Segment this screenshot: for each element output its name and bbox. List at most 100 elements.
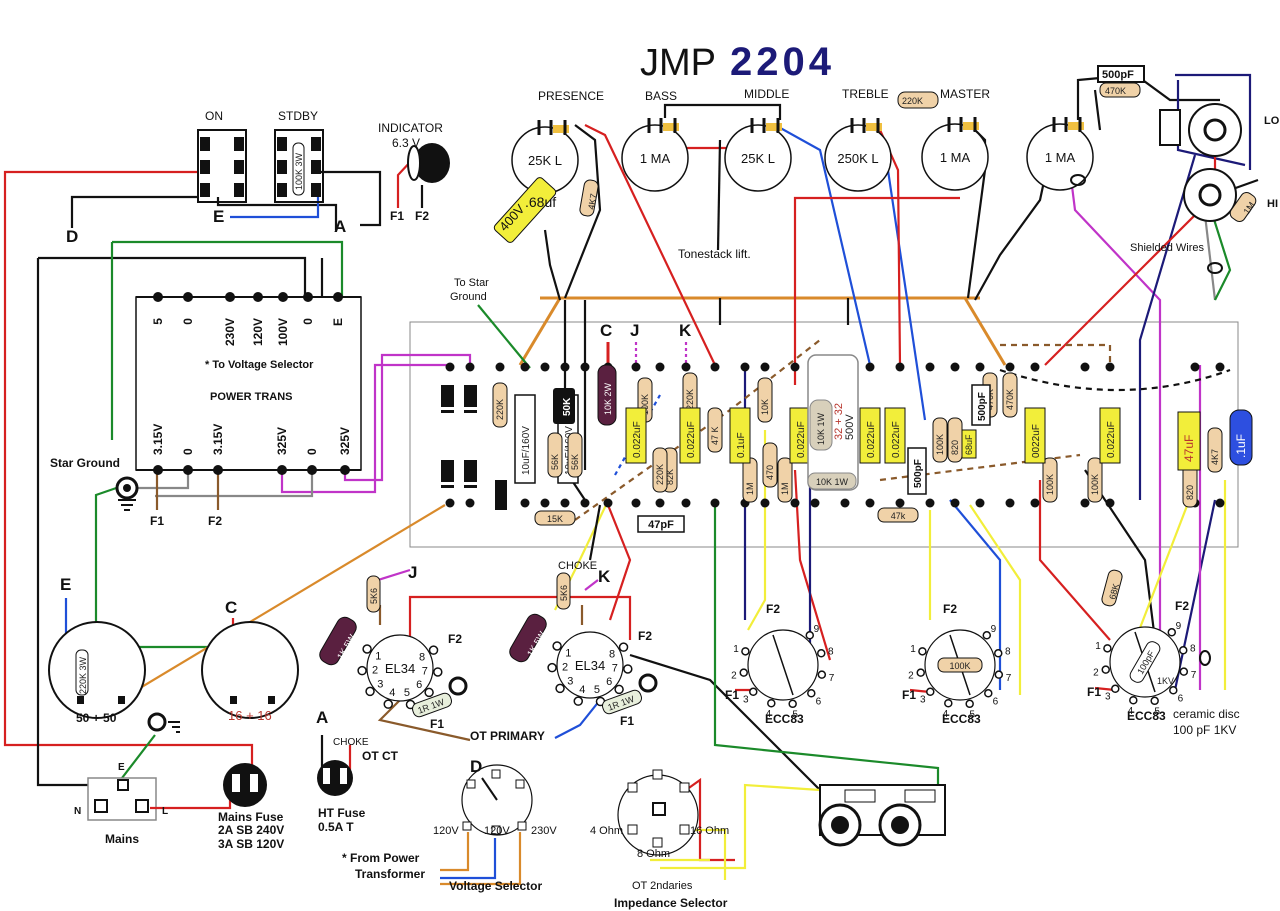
preamp-tube-pin-number: 9 bbox=[991, 624, 997, 635]
power-tube-f2: F2 bbox=[638, 629, 652, 643]
diode bbox=[441, 460, 454, 488]
preamp-tube-pin bbox=[817, 670, 827, 679]
power-tube-pin bbox=[428, 645, 439, 655]
transformer-top-tap-dot bbox=[253, 292, 263, 302]
eyelet bbox=[495, 362, 505, 372]
mains-n: N bbox=[74, 806, 81, 817]
power-tube-pin bbox=[547, 662, 557, 673]
power-tube-pin-number: 8 bbox=[609, 648, 615, 660]
preamp-tube-pin-number: 7 bbox=[1191, 670, 1197, 681]
pot-lug bbox=[1068, 122, 1084, 130]
cap-47uf bbox=[1177, 411, 1201, 471]
preamp-tube-pin bbox=[1169, 686, 1178, 695]
preamp-tube-pin-number: 1 bbox=[910, 644, 916, 655]
board-point-j: J bbox=[630, 321, 639, 340]
eyelet bbox=[580, 362, 590, 372]
power-tube-2-point: K bbox=[598, 567, 611, 586]
eyelet bbox=[740, 362, 750, 372]
transformer-top-tap-dot bbox=[303, 292, 313, 302]
pot-value: 250K L bbox=[837, 151, 878, 166]
shield-ring-2 bbox=[1070, 174, 1086, 186]
output-jacks bbox=[818, 784, 946, 847]
resistor bbox=[707, 407, 723, 453]
jack-hi-label: HI bbox=[1267, 198, 1278, 210]
eyelet bbox=[1215, 362, 1225, 372]
preamp-tube-f2: F2 bbox=[1175, 599, 1189, 613]
mains-fuse-line3: 3A SB 120V bbox=[218, 837, 284, 851]
preamp-tube-pin-number: 2 bbox=[731, 671, 737, 682]
grid-resistor-value: 5K6 bbox=[369, 588, 379, 604]
indicator-voltage: 6.3 V bbox=[392, 136, 420, 150]
eyelet bbox=[710, 362, 720, 372]
resistor bbox=[757, 377, 773, 423]
transformer-bottom-tap-dot bbox=[340, 465, 350, 475]
eyelet bbox=[1080, 498, 1090, 508]
transformer-note: * To Voltage Selector bbox=[205, 359, 314, 371]
transformer-bottom-tap-dot bbox=[183, 465, 193, 475]
preamp-tube-pin-number: 7 bbox=[829, 673, 835, 684]
film-cap bbox=[625, 407, 647, 464]
resistor bbox=[1042, 457, 1058, 503]
point-c-filter: C bbox=[225, 598, 237, 617]
preamp-tube-pin-number: 6 bbox=[993, 696, 999, 707]
eyelet bbox=[925, 498, 935, 508]
resistor-value: 56K bbox=[550, 454, 560, 470]
power-tube-pin bbox=[383, 699, 394, 709]
filter-cap-res-value: 10K 1W bbox=[816, 412, 826, 445]
preamp-tube-pin bbox=[749, 687, 758, 697]
preamp-extra-resistor bbox=[1101, 569, 1123, 607]
resistor-value: 220K bbox=[495, 399, 505, 420]
preamp-tube-pin-number: 8 bbox=[828, 646, 834, 657]
power-tube-pin bbox=[623, 664, 633, 674]
transformer-bottom-tap-dot bbox=[277, 465, 287, 475]
eyelet bbox=[445, 362, 455, 372]
preamp-tube-pin bbox=[807, 689, 816, 698]
impedance-tap-4: 4 Ohm bbox=[590, 825, 623, 837]
pot-label: MASTER bbox=[940, 87, 990, 101]
tonestack-lift: Tonestack lift. bbox=[678, 247, 751, 261]
power-tube-pin bbox=[573, 696, 584, 706]
resistor-value: 100K bbox=[1045, 474, 1055, 495]
eyelet bbox=[760, 498, 770, 508]
filter-cap-res2 bbox=[807, 472, 857, 490]
screen-resistor bbox=[319, 616, 357, 666]
ht-fuse-choke: CHOKE bbox=[333, 737, 369, 748]
pot-pins bbox=[537, 120, 567, 135]
pot-value: 1 MA bbox=[940, 150, 971, 165]
tube-ground-lug bbox=[638, 673, 658, 693]
cap-47pf-value: 47pF bbox=[648, 519, 674, 531]
preamp-tube-pin-number: 6 bbox=[816, 696, 822, 707]
cap-68uf bbox=[961, 429, 977, 459]
eyelet bbox=[925, 362, 935, 372]
film-cap bbox=[1024, 407, 1046, 464]
preamp-extra-resistor-value: 68K bbox=[1107, 582, 1121, 600]
power-tube-pin-number: 4 bbox=[389, 687, 395, 699]
preamp-tube-pin bbox=[767, 699, 776, 708]
pot-label: BASS bbox=[645, 89, 677, 103]
film-cap bbox=[679, 407, 701, 464]
preamp-tube-inner-value: 100K bbox=[949, 661, 970, 671]
transformer-f2: F2 bbox=[208, 514, 222, 528]
resistor bbox=[547, 432, 563, 478]
cap-01uf-blue bbox=[1229, 409, 1253, 466]
eyelet bbox=[603, 498, 613, 508]
indicator-label: INDICATOR bbox=[378, 121, 443, 135]
preamp-tube-pin-number: 5 bbox=[1154, 707, 1160, 718]
voltage-selector-d: D bbox=[470, 757, 482, 776]
power-tube-pin-number: 6 bbox=[416, 679, 422, 691]
pot-value: 25K L bbox=[528, 153, 562, 168]
preamp-tube-f2: F2 bbox=[766, 602, 780, 616]
electrolytic-cap bbox=[514, 394, 536, 484]
preamp-tube-pin-number: 3 bbox=[920, 694, 926, 705]
preamp-tube-pin bbox=[1179, 646, 1188, 655]
resistor-value: 100K bbox=[1090, 474, 1100, 495]
resistor bbox=[932, 417, 948, 463]
preamp-tube-pin bbox=[741, 647, 750, 656]
pot-pins bbox=[1052, 117, 1082, 132]
transformer-top-tap-label: 120V bbox=[251, 318, 265, 346]
eyelet bbox=[760, 362, 770, 372]
filter-cap-board bbox=[807, 354, 859, 491]
cathode-resistor bbox=[602, 689, 642, 715]
grid-resistor bbox=[556, 572, 571, 610]
